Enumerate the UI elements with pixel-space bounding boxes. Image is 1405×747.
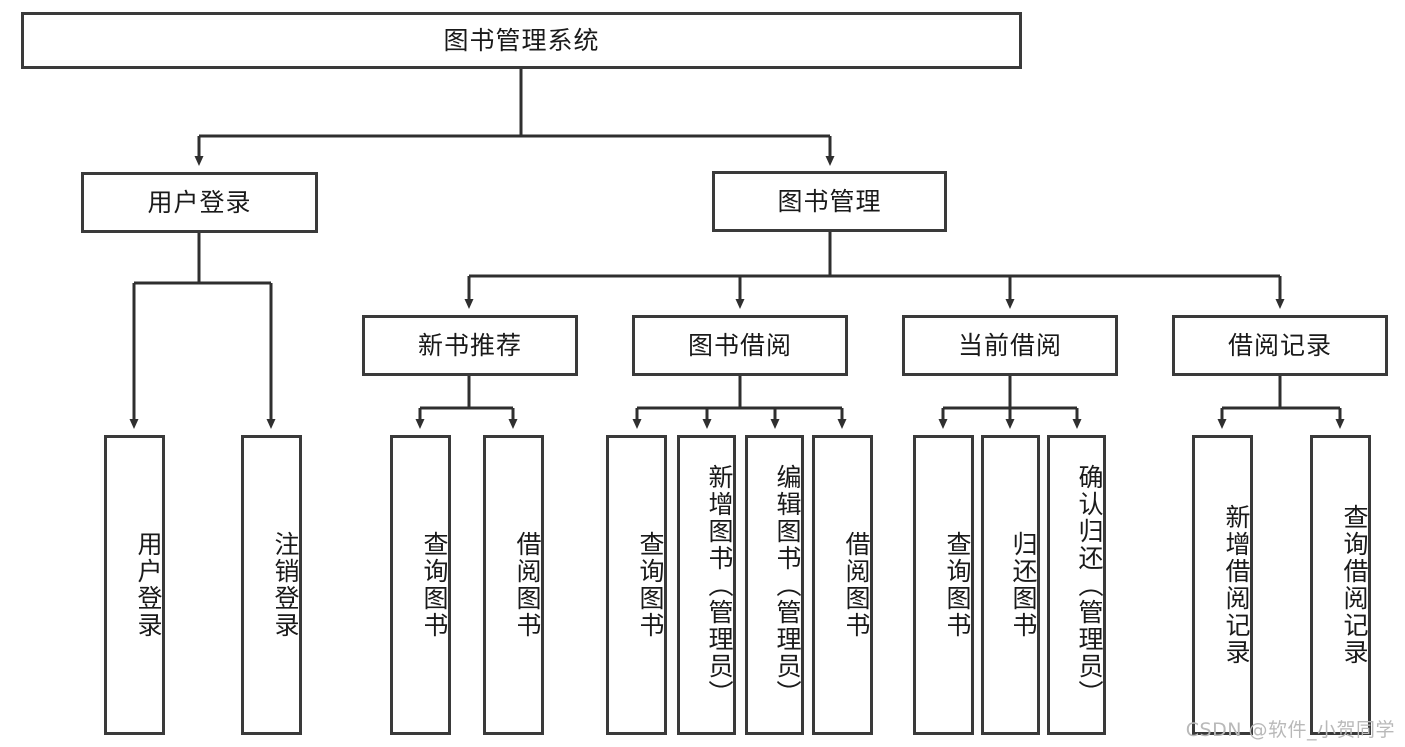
- node-label: 新书推荐: [417, 330, 522, 360]
- leaf-user-login-login[interactable]: 用户登录: [104, 435, 165, 735]
- leaf-borrow-add-book-admin[interactable]: 新增图书（管理员）: [677, 435, 736, 735]
- node-label: 查询借阅记录: [1340, 504, 1369, 666]
- node-label: 新增借阅记录: [1222, 504, 1251, 666]
- node-user-login[interactable]: 用户登录: [81, 172, 318, 233]
- leaf-borrow-edit-book-admin[interactable]: 编辑图书（管理员）: [745, 435, 804, 735]
- leaf-borrow-borrow-book[interactable]: 借阅图书: [812, 435, 873, 735]
- watermark: CSDN @软件_小贺同学: [1185, 719, 1395, 741]
- node-label: 借阅图书: [842, 531, 871, 639]
- leaf-record-add-record[interactable]: 新增借阅记录: [1192, 435, 1253, 735]
- node-book-borrow[interactable]: 图书借阅: [632, 315, 848, 376]
- node-label: 查询图书: [636, 531, 665, 639]
- node-root-book-management-system[interactable]: 图书管理系统: [21, 12, 1022, 69]
- node-label: 借阅图书: [513, 531, 542, 639]
- node-label: 图书管理系统: [443, 25, 600, 55]
- node-label: 用户登录: [134, 531, 163, 639]
- node-label: 确认归还（管理员）: [1075, 463, 1104, 707]
- node-label: 当前借阅: [957, 330, 1062, 360]
- leaf-current-confirm-return-admin[interactable]: 确认归还（管理员）: [1047, 435, 1106, 735]
- node-label: 归还图书: [1009, 531, 1038, 639]
- node-label: 图书管理: [777, 186, 882, 216]
- node-current-borrow[interactable]: 当前借阅: [902, 315, 1118, 376]
- node-label: 图书借阅: [687, 330, 792, 360]
- node-label: 查询图书: [943, 531, 972, 639]
- node-new-book-recommend[interactable]: 新书推荐: [362, 315, 578, 376]
- leaf-recommend-borrow-book[interactable]: 借阅图书: [483, 435, 544, 735]
- node-label: 借阅记录: [1227, 330, 1332, 360]
- leaf-borrow-query-book[interactable]: 查询图书: [606, 435, 667, 735]
- node-borrow-record[interactable]: 借阅记录: [1172, 315, 1388, 376]
- node-label: 编辑图书（管理员）: [773, 463, 802, 707]
- node-label: 新增图书（管理员）: [705, 463, 734, 707]
- node-label: 注销登录: [271, 531, 300, 639]
- node-label: 查询图书: [420, 531, 449, 639]
- node-book-management[interactable]: 图书管理: [712, 171, 947, 232]
- leaf-current-return-book[interactable]: 归还图书: [981, 435, 1040, 735]
- leaf-user-login-logout[interactable]: 注销登录: [241, 435, 302, 735]
- node-label: 用户登录: [147, 187, 252, 217]
- leaf-recommend-query-book[interactable]: 查询图书: [390, 435, 451, 735]
- leaf-record-query-record[interactable]: 查询借阅记录: [1310, 435, 1371, 735]
- leaf-current-query-book[interactable]: 查询图书: [913, 435, 974, 735]
